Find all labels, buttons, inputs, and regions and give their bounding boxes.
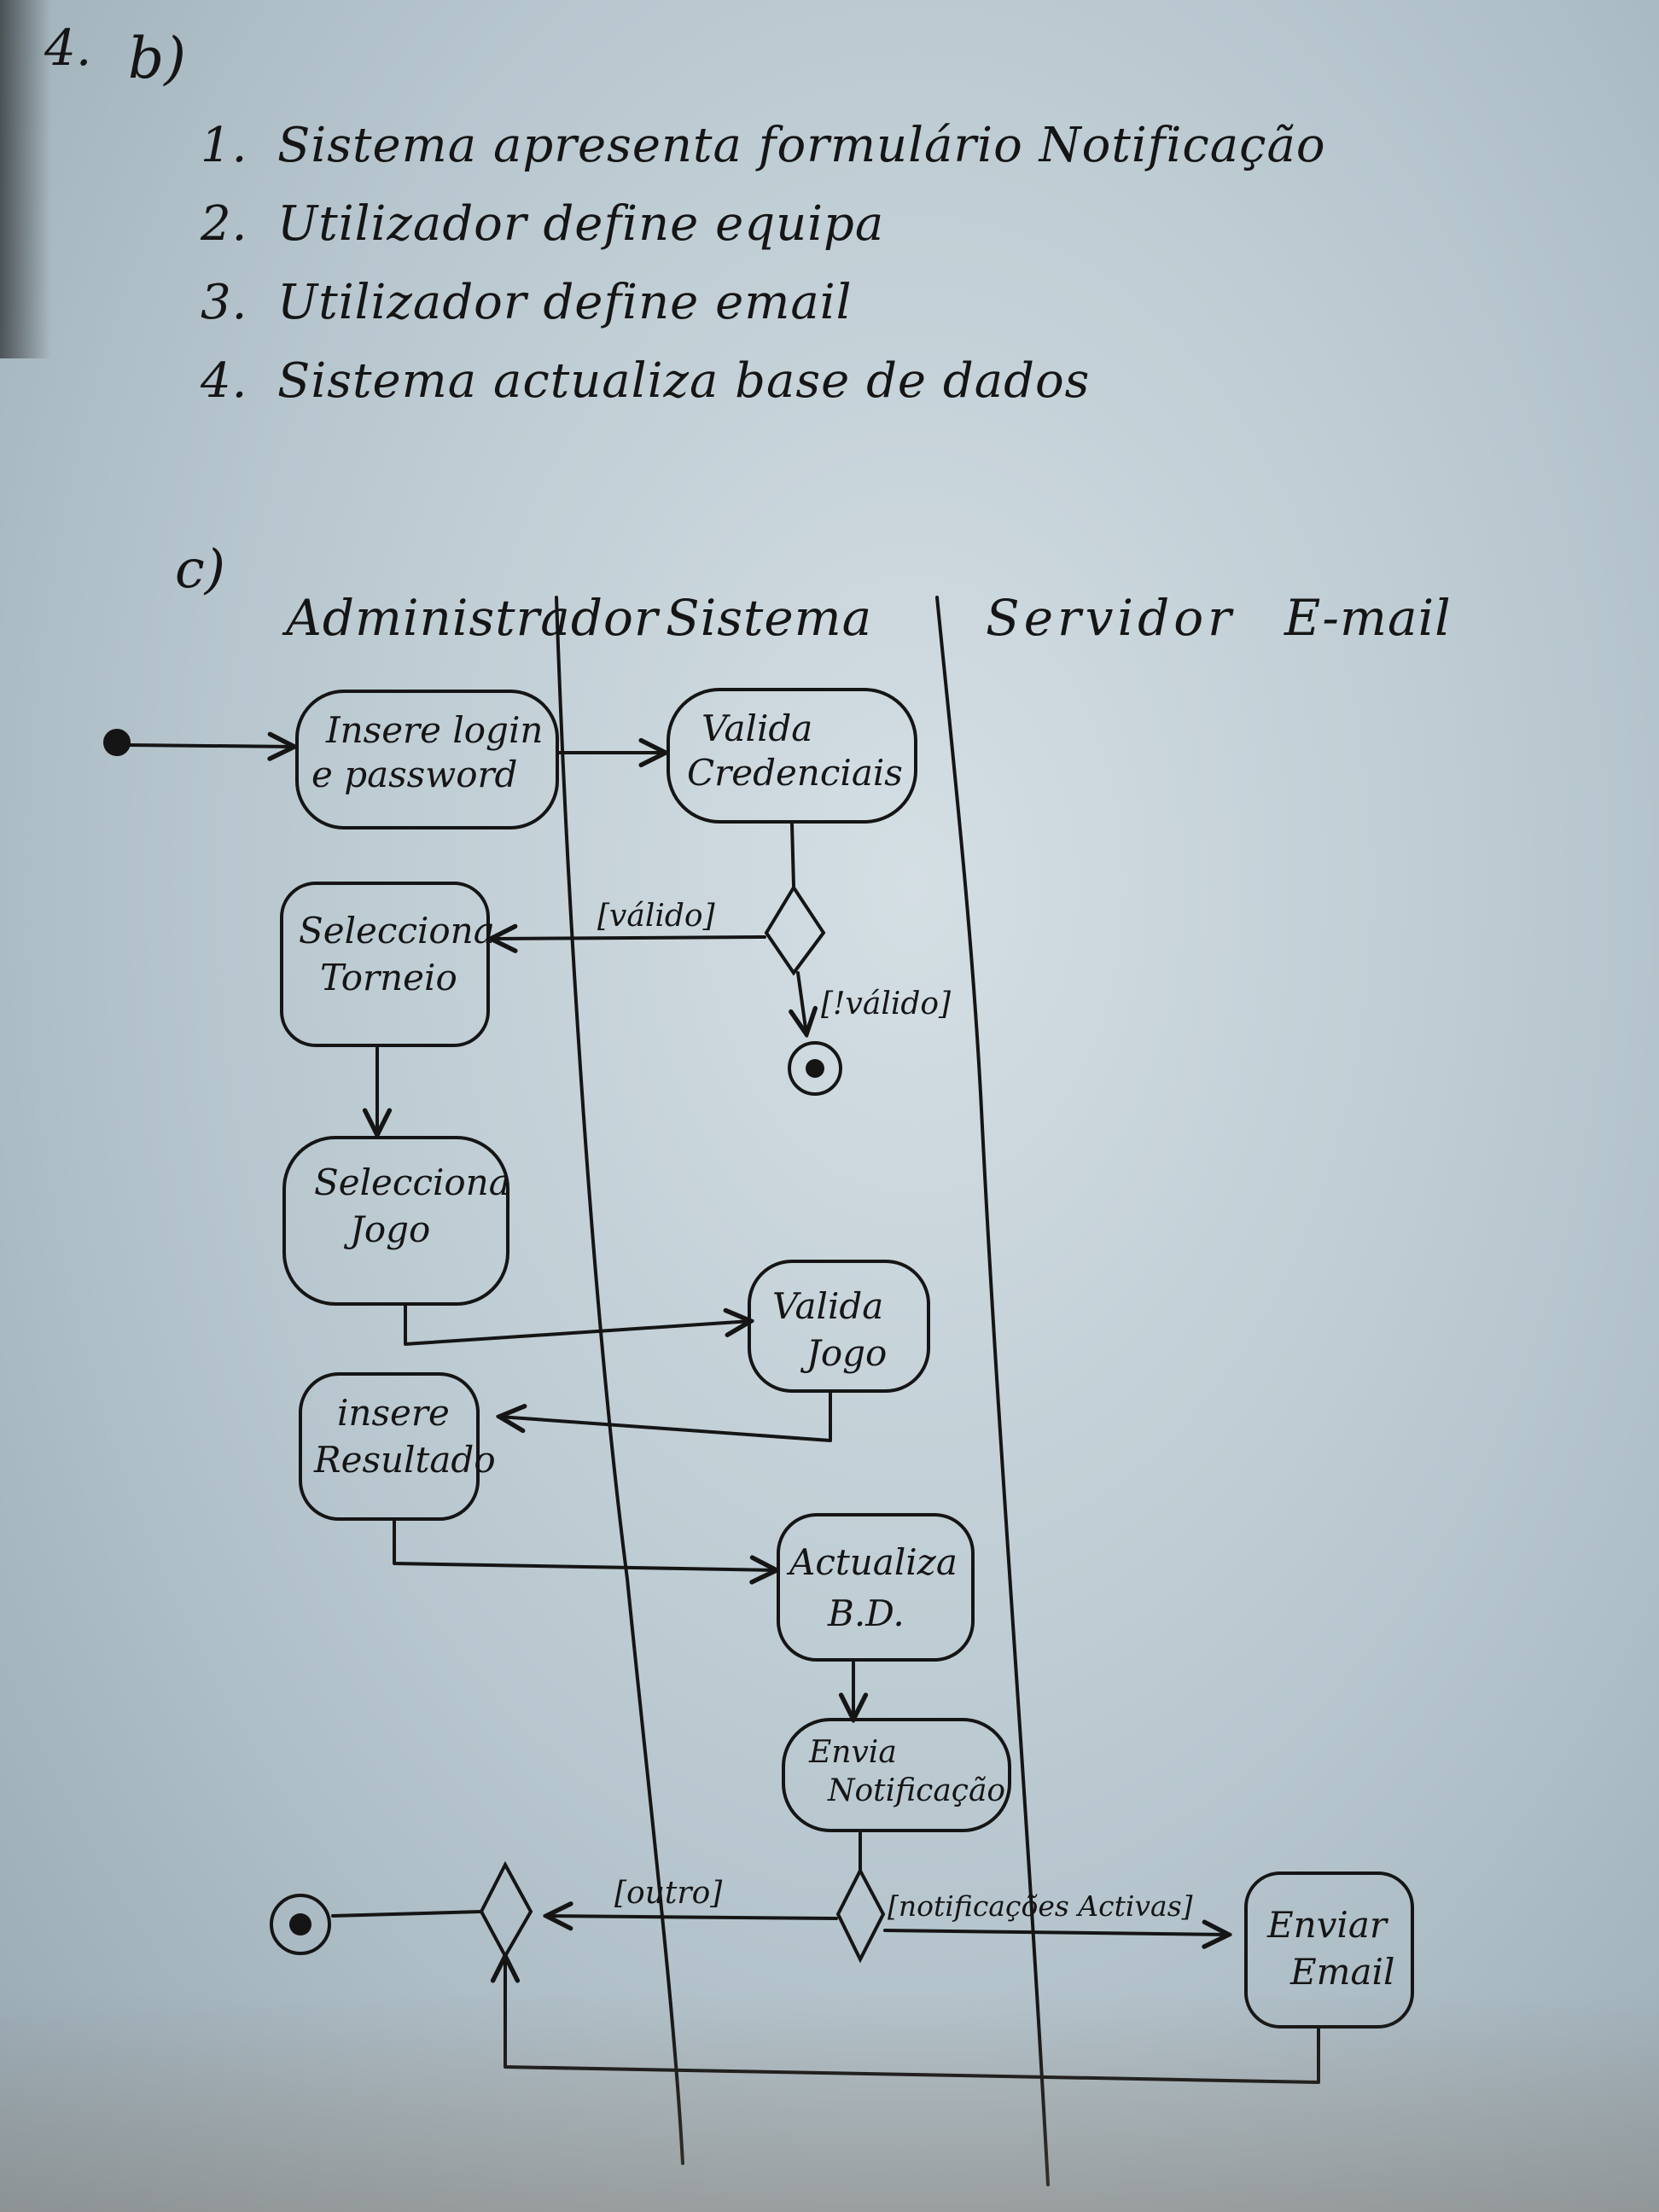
step-text: Sistema actualiza base de dados (277, 353, 1091, 409)
flow-jogo-to-valida-jogo (404, 1304, 751, 1346)
step-item: 2. Utilizador define equipa (201, 185, 1326, 264)
decision-node-credenciais (764, 884, 826, 976)
activity-label-line1: insere (337, 1392, 450, 1434)
step-item: 3. Utilizador define email (201, 264, 1326, 342)
activity-enviar-email: Enviar Email (1244, 1871, 1414, 2029)
final-node-ring (270, 1894, 331, 1955)
activity-seleciona-torneio: Selecciona Torneio (280, 882, 495, 1047)
lane-title-email: E-mail (1284, 589, 1452, 647)
lane-divider-sistema-servidor (935, 596, 1050, 2186)
flow-resultado-to-actualiza (393, 1519, 777, 1570)
activity-label-line2: e password (311, 754, 517, 795)
activity-box (667, 688, 917, 824)
activity-label-line1: Valida (701, 707, 812, 749)
activity-label-line2: Notificação (827, 1773, 1005, 1808)
bottom-shading (0, 1990, 1659, 2212)
activity-envia-notificacao: Envia Notificação (782, 1718, 1011, 1832)
step-number: 4. (201, 353, 248, 409)
initial-node (103, 729, 131, 756)
flow-valida-jogo-to-resultado (499, 1391, 832, 1442)
final-node-invalido (788, 1041, 842, 1096)
activity-insere-login: Insere login e password (295, 690, 559, 830)
activity-actualiza-bd: Actualiza B.D. (777, 1513, 975, 1662)
flow-invalido-to-end (798, 971, 806, 1034)
guard-valido: [válido] (597, 899, 716, 934)
activity-valida-credenciais: Valida Credenciais (667, 688, 917, 824)
activity-valida-jogo: Valida Jogo (748, 1260, 930, 1393)
activity-label-line2: B.D. (827, 1592, 905, 1634)
activity-box (1244, 1871, 1414, 2029)
activity-box (782, 1718, 1011, 1832)
activity-box (777, 1513, 975, 1662)
activity-label-line1: Selecciona (314, 1161, 510, 1203)
decision-node-notificacoes (835, 1866, 886, 1964)
guard-outro: [outro] (614, 1876, 723, 1911)
lane-title-sistema: Sistema (666, 589, 873, 647)
step-text: Utilizador define equipa (277, 196, 885, 252)
final-node-dot (289, 1913, 311, 1936)
activity-label-line1: Insere login (325, 709, 543, 751)
flow-start-to-login (127, 745, 294, 747)
section-number: 4. (44, 19, 92, 77)
step-item: 4. Sistema actualiza base de dados (201, 342, 1326, 421)
activity-label-line2: Resultado (313, 1439, 496, 1481)
activity-seleciona-jogo: Selecciona Jogo (282, 1136, 510, 1306)
activity-label-line2: Credenciais (687, 752, 903, 794)
merge-node (479, 1860, 533, 1960)
lane-title-servidor: Servidor (986, 589, 1236, 647)
flow-merge-to-end (331, 1910, 483, 1918)
activity-label-line1: Selecciona (299, 910, 495, 952)
activity-label-line2: Jogo (343, 1208, 430, 1250)
activity-insere-resultado: insere Resultado (299, 1372, 496, 1521)
lane-title-administrador: Administrador (286, 589, 659, 647)
guard-notificacoes-activas: [notificações Activas] (888, 1889, 1193, 1923)
activity-label-line1: Enviar (1266, 1904, 1389, 1946)
activity-label-line1: Actualiza (786, 1541, 958, 1583)
guard-invalido: [!válido] (821, 987, 952, 1022)
activity-box (280, 882, 490, 1047)
activity-box (295, 690, 559, 830)
activity-label-line2: Torneio (320, 957, 457, 998)
activity-label-line1: Envia (808, 1735, 897, 1770)
activity-box (299, 1372, 480, 1521)
lane-divider-admin-sistema (555, 596, 684, 2165)
activity-label-line1: Valida (772, 1285, 883, 1327)
flow-outro-to-merge (546, 1916, 838, 1918)
subsection-b-label: b) (128, 26, 186, 91)
step-number: 3. (201, 275, 248, 330)
final-node-ring (788, 1041, 842, 1096)
step-number: 2. (201, 196, 248, 252)
activity-box (282, 1136, 509, 1306)
subsection-c-label: c) (175, 538, 225, 600)
use-case-steps: 1. Sistema apresenta formulário Notificaç… (201, 107, 1326, 421)
step-text: Utilizador define email (277, 275, 853, 330)
flow-valida-to-decision (790, 822, 795, 888)
activity-label-line2: Email (1289, 1951, 1394, 1993)
page-edge-shadow (0, 0, 51, 358)
flow-valido-to-torneio (491, 937, 766, 939)
step-item: 1. Sistema apresenta formulário Notificaç… (201, 107, 1326, 185)
flow-email-to-merge (505, 1956, 1320, 2084)
step-text: Sistema apresenta formulário Notificação (277, 118, 1326, 173)
activity-box (748, 1260, 930, 1393)
final-node-dot (806, 1059, 824, 1078)
step-number: 1. (201, 118, 248, 173)
activity-label-line2: Jogo (800, 1332, 887, 1374)
final-node-end (270, 1894, 331, 1955)
flow-activas-to-email (883, 1930, 1229, 1935)
